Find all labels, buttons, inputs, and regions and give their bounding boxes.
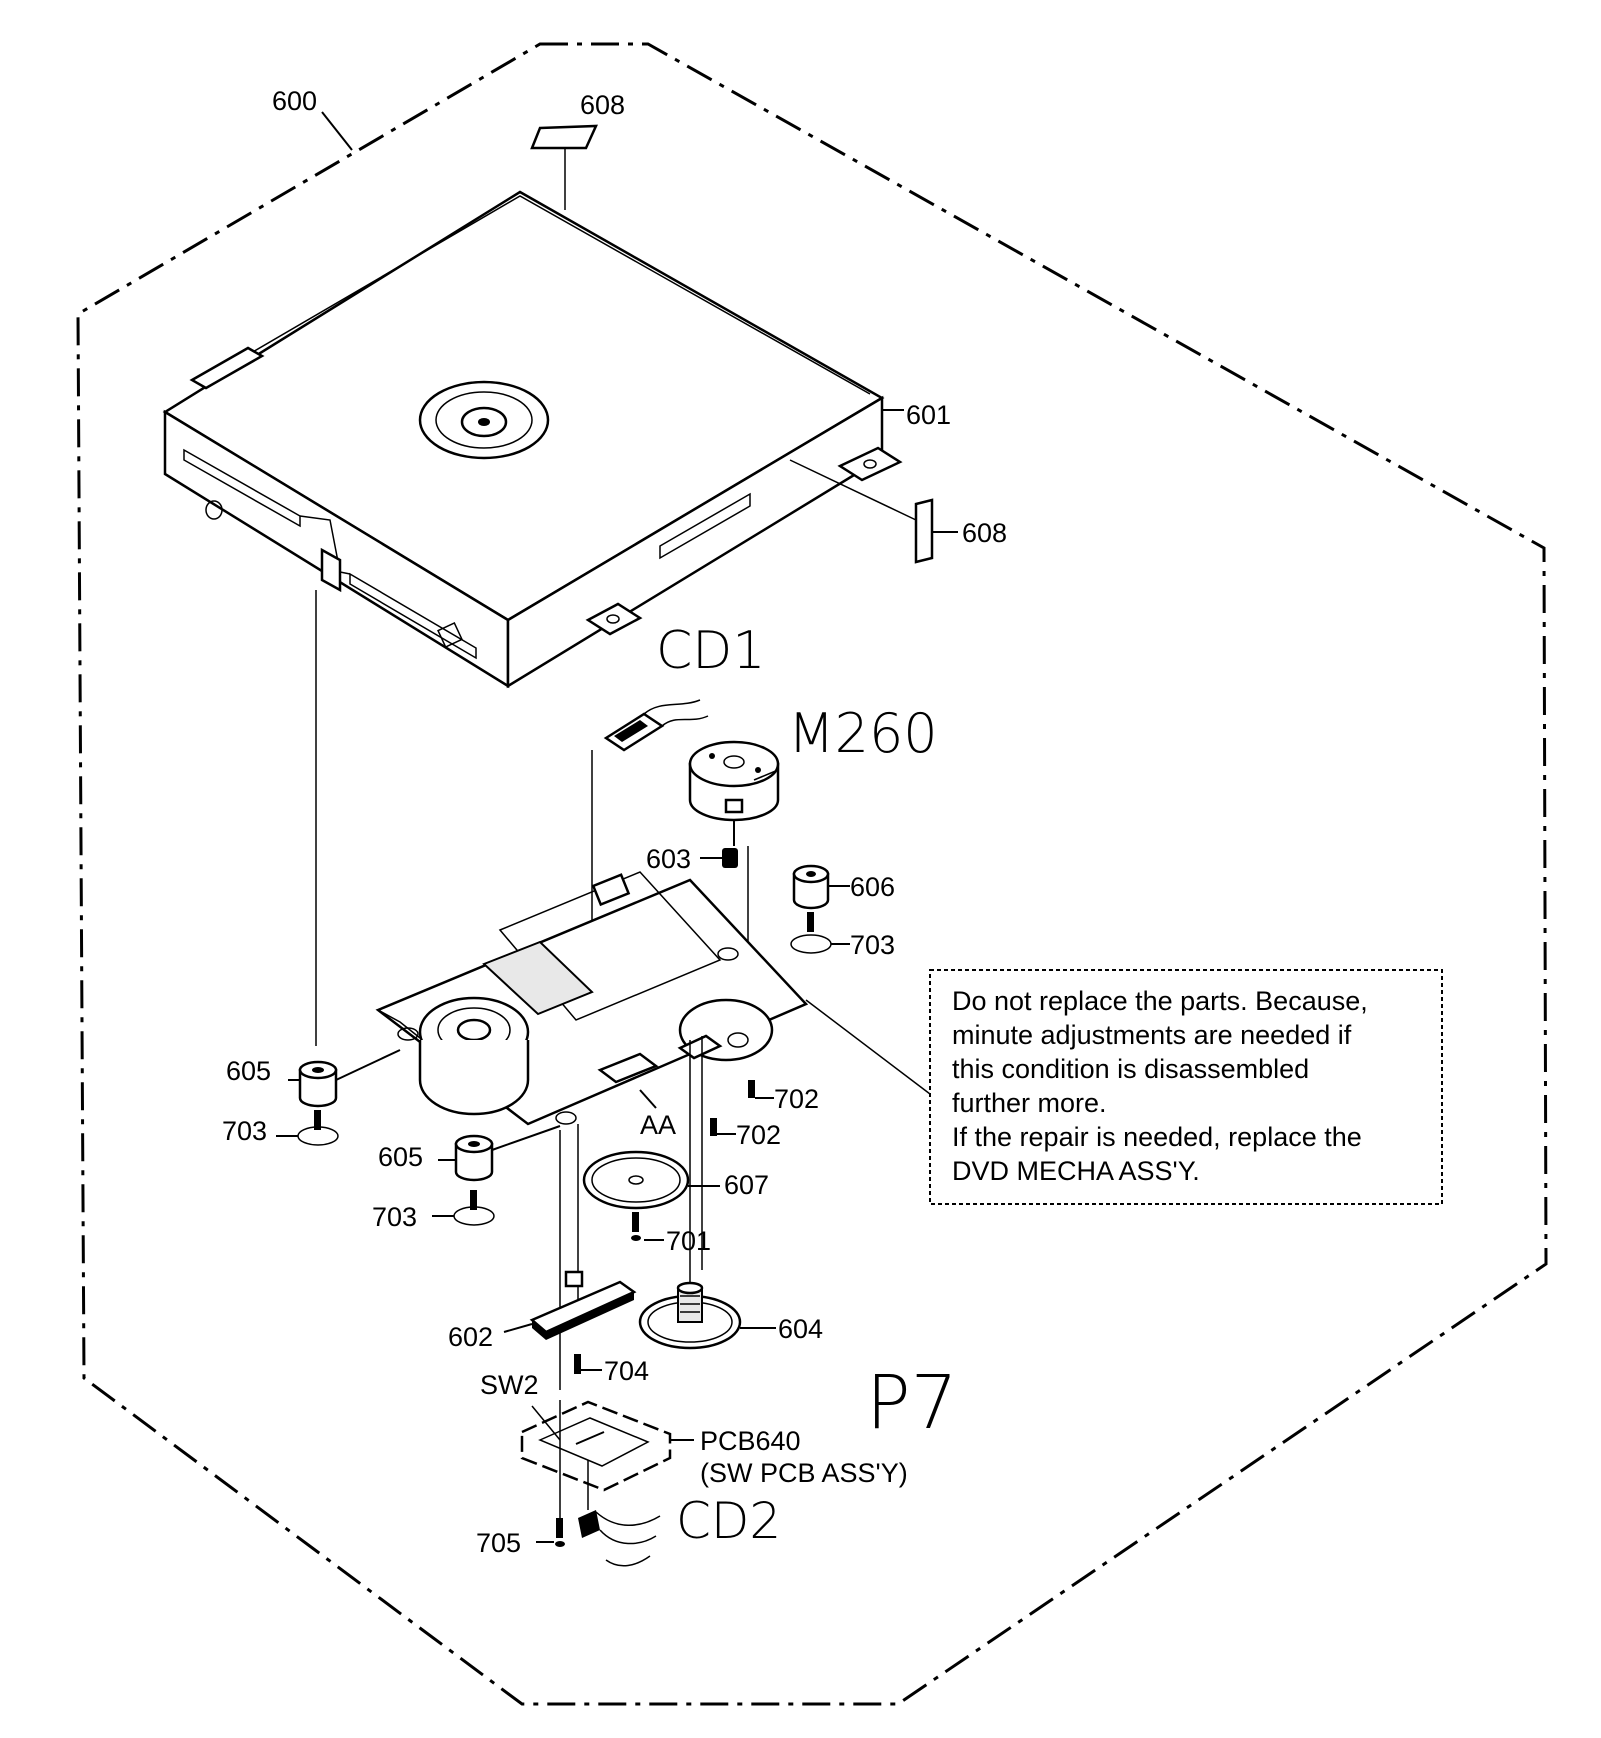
handwritten-cd1: CD1 [656, 621, 765, 681]
damper-605-left [288, 1049, 401, 1108]
screw-701 [631, 1212, 664, 1241]
label-604: 604 [778, 1314, 823, 1344]
screw-702-a [748, 1080, 774, 1099]
screw-705 [536, 1518, 565, 1547]
label-704: 704 [604, 1356, 649, 1386]
pad-608-top [530, 124, 598, 150]
note-line-3: this condition is disassembled [952, 1054, 1309, 1084]
label-601: 601 [906, 400, 951, 430]
label-605-bottom: 605 [378, 1142, 423, 1172]
pulley-607 [582, 1150, 720, 1210]
damper-605-bottom [438, 1125, 561, 1182]
label-702-b: 702 [736, 1120, 781, 1150]
label-600: 600 [272, 86, 317, 116]
handwritten-cd2: CD2 [676, 1492, 781, 1550]
screw-704 [574, 1354, 602, 1374]
label-605-left: 605 [226, 1056, 271, 1086]
label-607: 607 [724, 1170, 769, 1200]
label-pcb640-desc: (SW PCB ASS'Y) [700, 1458, 908, 1488]
spindle-motor-m260 [688, 740, 780, 1020]
label-pcb640: PCB640 [700, 1426, 801, 1456]
note-box [929, 969, 1443, 1205]
pad-608-right [914, 498, 934, 564]
dvd-mechanism-601 [162, 190, 903, 689]
label-608-top: 608 [580, 90, 625, 120]
label-703-left: 703 [222, 1116, 267, 1146]
note-line-4: further more. [952, 1088, 1107, 1118]
label-608-right: 608 [962, 518, 1007, 548]
handwritten-m260: M260 [788, 702, 938, 765]
handwritten-p7: P7 [866, 1360, 958, 1446]
label-sw2: SW2 [480, 1370, 539, 1400]
traverse-base [375, 871, 809, 1126]
gear-603 [700, 848, 738, 868]
label-602: 602 [448, 1322, 493, 1352]
label-703-right: 703 [850, 930, 895, 960]
screw-703-bottom [432, 1190, 495, 1226]
screw-702-b [710, 1118, 736, 1136]
label-606: 606 [850, 872, 895, 902]
label-702-a: 702 [774, 1084, 819, 1114]
label-aa: AA [640, 1110, 676, 1140]
label-703-bottom: 703 [372, 1202, 417, 1232]
damper-606 [792, 864, 850, 910]
label-603: 603 [646, 844, 691, 874]
label-701: 701 [666, 1226, 711, 1256]
note-line-6: DVD MECHA ASS'Y. [952, 1156, 1200, 1186]
note-line-1: Do not replace the parts. Because, [952, 986, 1368, 1016]
flat-cable-cd2 [578, 1460, 661, 1567]
label-705: 705 [476, 1528, 521, 1558]
gear-604 [638, 1281, 776, 1350]
screw-703-left [276, 1110, 339, 1146]
note-line-5: If the repair is needed, replace the [952, 1122, 1362, 1152]
pcb-640 [520, 1400, 694, 1492]
slider-602 [503, 1270, 637, 1340]
note-line-2: minute adjustments are needed if [952, 1020, 1352, 1050]
screw-703-right [790, 912, 850, 954]
